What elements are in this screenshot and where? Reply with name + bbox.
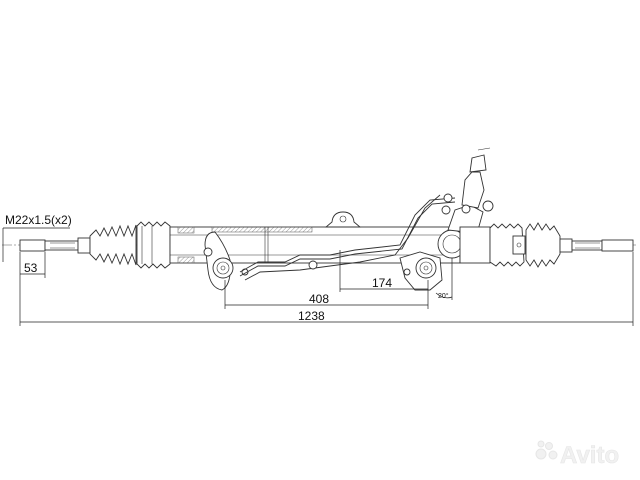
dim-174-label: 174: [372, 276, 392, 290]
right-tie-rod: [559, 238, 634, 253]
dimension-lines: [2, 227, 634, 326]
watermark-dot-icon: [535, 448, 547, 460]
angle-label: 20°: [438, 292, 449, 300]
left-boot: [89, 221, 171, 269]
thread-spec-label: M22x1.5(x2): [5, 213, 72, 227]
watermark-dot-icon: [548, 450, 558, 460]
avito-watermark: Avito: [535, 440, 619, 469]
left-tie-rod: [19, 237, 91, 254]
rack-housing: [169, 147, 494, 291]
dim-53-label: 53: [24, 261, 38, 275]
dim-408-label: 408: [309, 292, 329, 306]
watermark-text: Avito: [560, 442, 619, 469]
dim-1238-label: 1238: [298, 309, 325, 323]
watermark-dot-icon: [545, 442, 553, 450]
watermark-dot-icon: [537, 440, 545, 448]
right-boot: [489, 222, 561, 268]
